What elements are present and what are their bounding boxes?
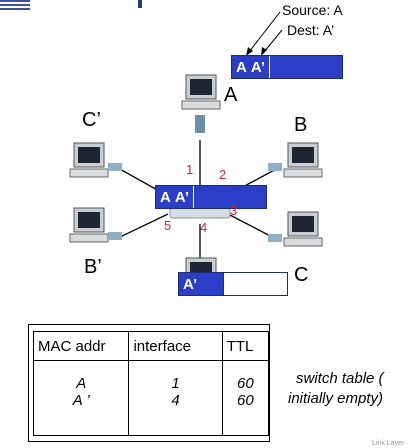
footer: Link Layer [372, 440, 405, 447]
dest-arrow [263, 29, 283, 53]
frame-bottom-body [223, 273, 287, 295]
port-3: 3 [230, 203, 238, 218]
frame-switch-header: A A’ [156, 186, 194, 208]
iface-0: 1 [171, 375, 180, 392]
port-5: 5 [164, 218, 172, 233]
host-c-icon [268, 211, 323, 247]
host-b-prime-icon [69, 207, 122, 243]
host-c-label: C [294, 264, 309, 286]
source-annotation: Source: A [282, 2, 343, 18]
frame-top: A A’ [231, 55, 343, 79]
mac-cell: A A ’ [32, 360, 130, 436]
frame-top-src: A [236, 58, 247, 76]
logo-stripes [0, 0, 30, 12]
ttl-0: 60 [237, 375, 254, 392]
host-b-label: B [294, 114, 308, 136]
frame-switch-dst: A’ [174, 188, 190, 206]
frame-bottom: A’ [178, 272, 288, 296]
frame-top-dst: A’ [250, 58, 266, 76]
caption-line-2: initially empty) [288, 390, 384, 407]
switch-table-box: MAC addr interface TTL A A ’ 1 4 60 60 [28, 324, 270, 442]
port-2: 2 [219, 167, 227, 182]
port-1: 1 [186, 162, 194, 177]
ttl-1: 60 [237, 392, 254, 409]
ttl-cell: 60 60 [221, 360, 270, 436]
host-c-prime-label: C’ [82, 109, 101, 131]
frame-bottom-header: A’ [179, 273, 223, 295]
mac-0: A [76, 375, 87, 392]
header-interface: interface [128, 331, 223, 361]
port-4: 4 [200, 220, 208, 235]
host-b-prime-label: B’ [84, 256, 102, 278]
host-a-label: A [224, 84, 238, 106]
dest-annotation: Dest: A’ [287, 22, 335, 38]
frame-switch-body [193, 186, 266, 208]
host-a-icon [181, 74, 221, 133]
table-header-row: MAC addr interface TTL [32, 331, 270, 361]
table-row: A A ’ 1 4 60 60 [32, 360, 270, 436]
switch-table: MAC addr interface TTL A A ’ 1 4 60 60 [32, 331, 270, 436]
frame-top-body [269, 56, 342, 78]
header-mac: MAC addr [32, 331, 130, 361]
header-bar [138, 0, 142, 8]
iface-1: 4 [171, 392, 180, 409]
host-c-prime-icon [69, 142, 122, 178]
header-ttl: TTL [221, 331, 270, 361]
caption-line-1: switch table ( [296, 370, 384, 387]
network-diagram [69, 11, 323, 295]
iface-cell: 1 4 [128, 360, 223, 436]
frame-switch-src: A [160, 188, 171, 206]
source-arrow [248, 11, 281, 53]
link-b-prime [117, 213, 169, 239]
frame-top-header: A A’ [232, 56, 270, 78]
mac-1: A ’ [72, 392, 90, 409]
host-b-icon [268, 142, 323, 178]
frame-switch: A A’ [155, 185, 267, 209]
frame-bottom-dst: A’ [183, 275, 198, 293]
